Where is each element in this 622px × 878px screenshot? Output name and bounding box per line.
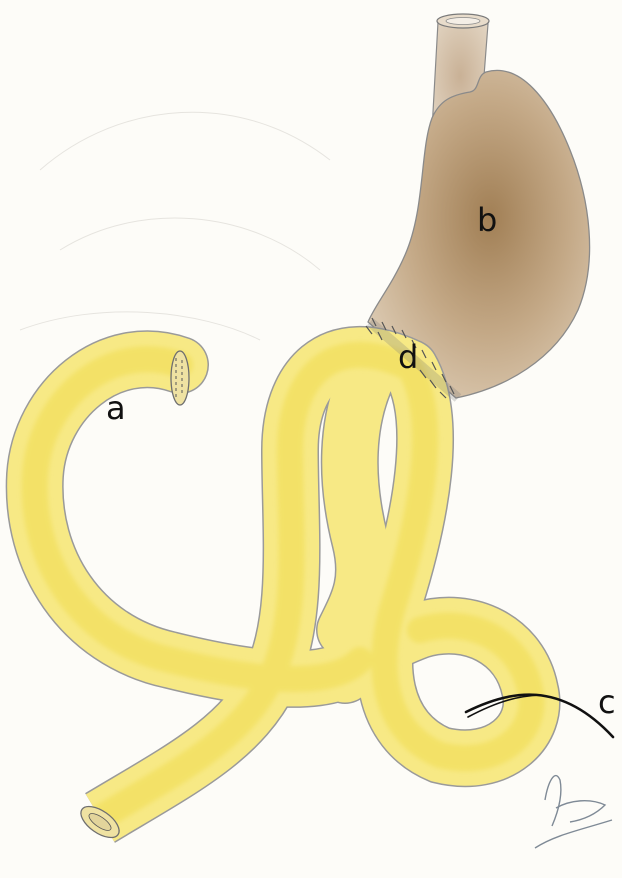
background-sketch	[20, 112, 330, 340]
intestine-open-end-a	[171, 351, 189, 405]
label-d: d	[398, 341, 418, 373]
artist-signature	[535, 776, 612, 848]
label-c: c	[598, 686, 616, 718]
label-b: b	[477, 204, 497, 236]
label-a: a	[106, 392, 126, 424]
